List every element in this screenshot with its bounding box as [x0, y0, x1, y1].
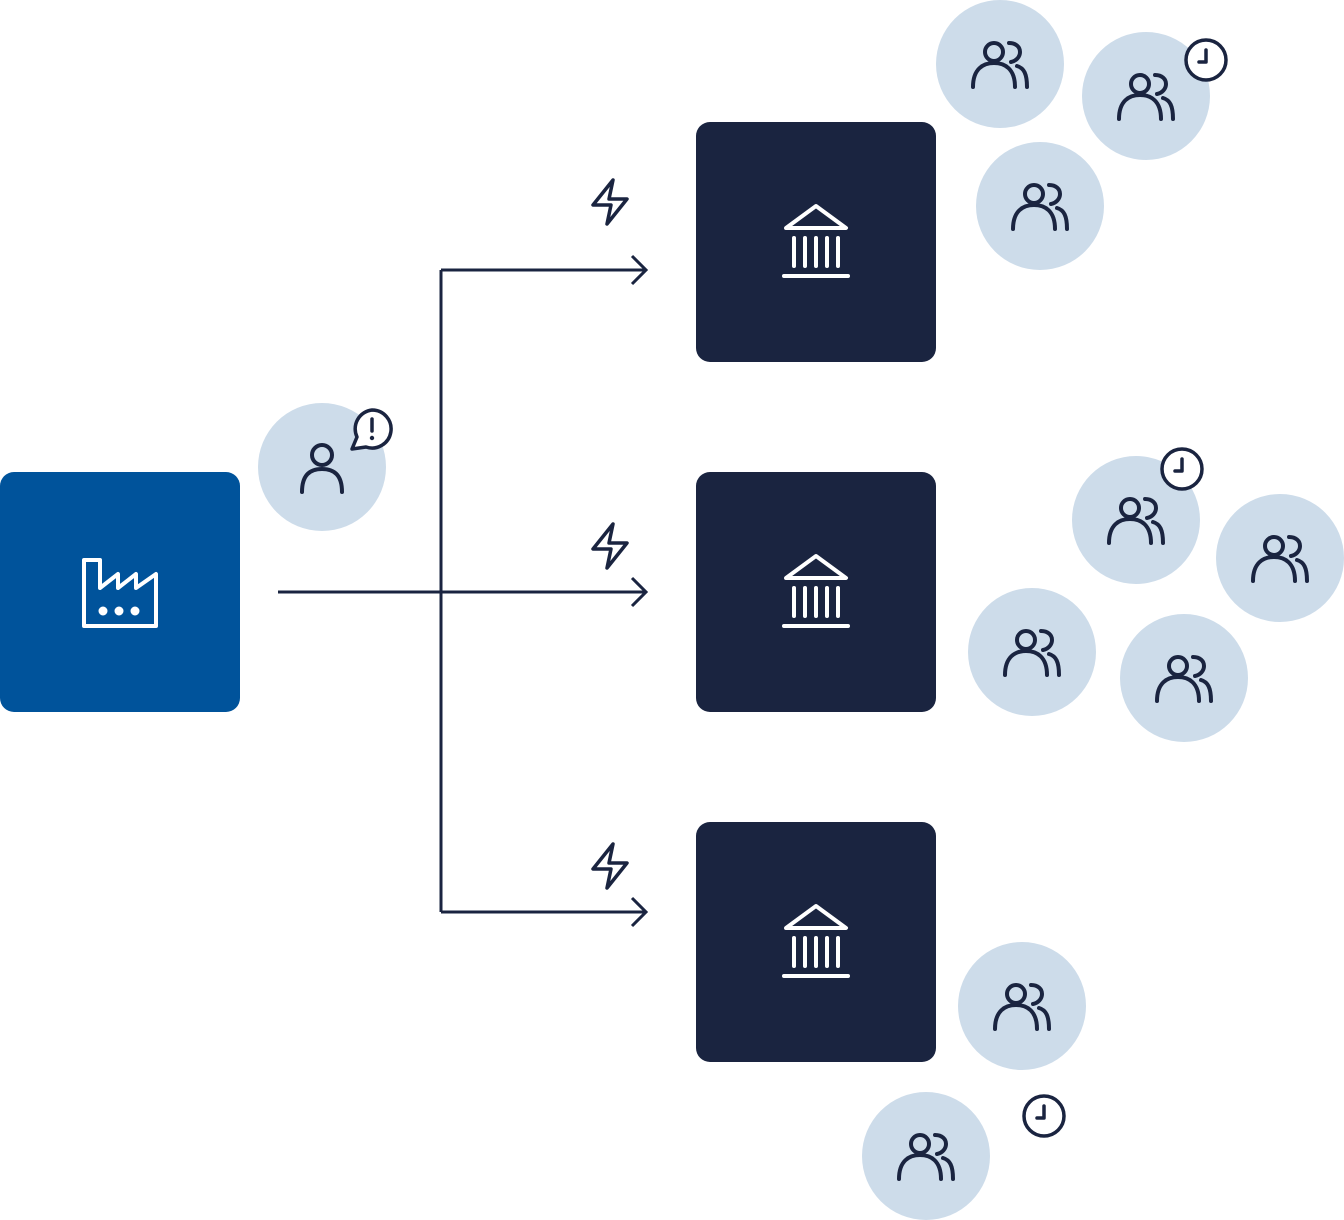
arrowhead-middle — [630, 576, 649, 608]
factory-node — [0, 472, 240, 712]
clock-icon — [1184, 38, 1228, 82]
bank-node-3 — [696, 822, 936, 1062]
user-group-bubble — [1072, 447, 1204, 584]
clock-icon — [1160, 447, 1204, 491]
connector-lines — [278, 254, 649, 928]
lightning-icon — [591, 522, 629, 570]
user-group-bubble — [968, 588, 1096, 716]
arrowhead-bottom — [630, 896, 649, 928]
user-group-bubble — [976, 142, 1104, 270]
lightning-icon — [591, 178, 629, 226]
user-group-bubble — [958, 942, 1086, 1070]
alert-speech-icon — [350, 408, 393, 451]
person-icon — [300, 443, 344, 494]
user-group-bubble — [862, 1092, 990, 1220]
factory-icon — [82, 558, 158, 628]
clock-icon — [1022, 1094, 1066, 1138]
lightning-icon — [591, 842, 629, 890]
user-group-bubble — [1120, 614, 1248, 742]
user-group-bubble — [1216, 494, 1344, 622]
bank-node-2 — [696, 472, 936, 712]
user-group-bubble — [1082, 32, 1228, 160]
contact-bubble — [258, 403, 393, 531]
arrowhead-top — [630, 254, 649, 286]
user-group-bubble — [936, 0, 1064, 128]
bank-node-1 — [696, 122, 936, 362]
